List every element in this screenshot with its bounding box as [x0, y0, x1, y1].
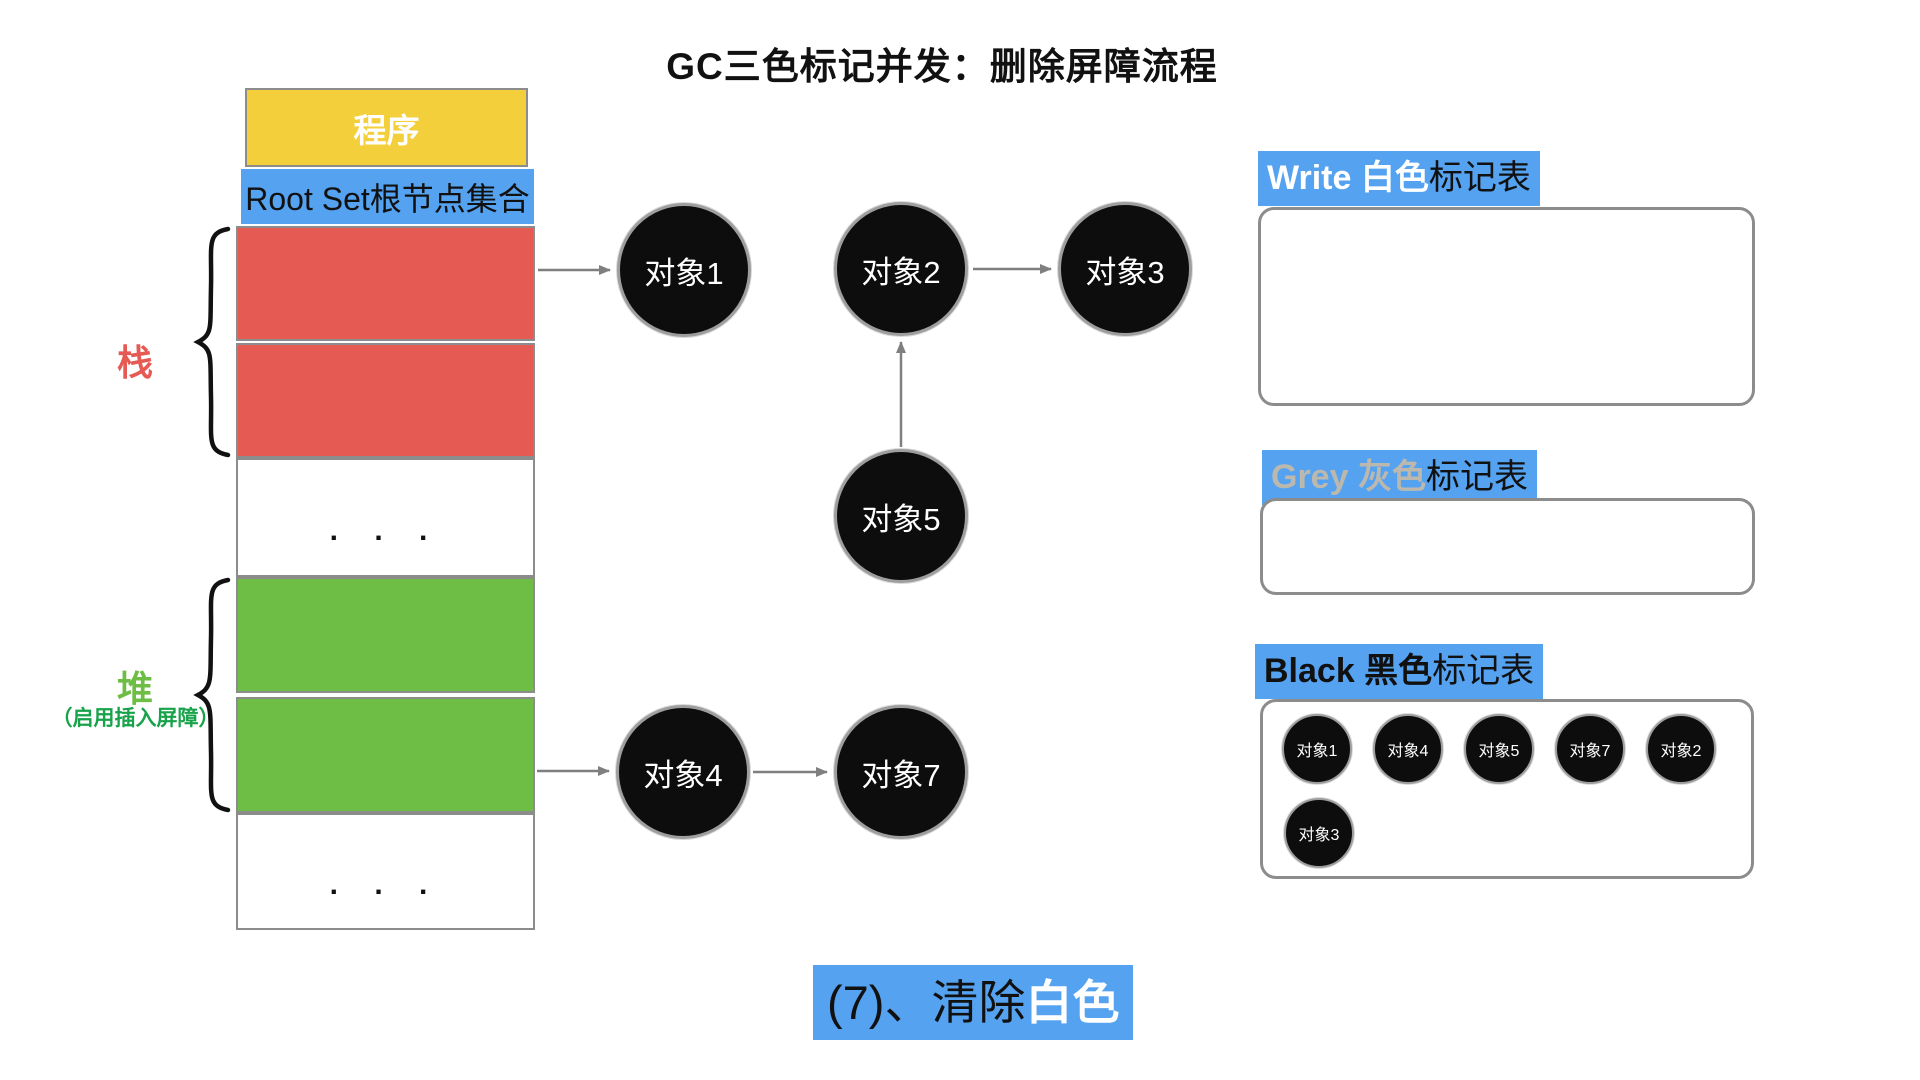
grey-table-title-suffix: 标记表 [1425, 458, 1528, 496]
heap-label: 堆 [116, 668, 153, 709]
white-table-title-suffix: 标记表 [1428, 159, 1531, 197]
node-obj7-label: 对象7 [861, 757, 941, 793]
memory-program-block: 程序 [245, 88, 528, 167]
step-caption-highlight: 白色 [1025, 976, 1120, 1029]
heap-note-label: （启用插入屏障） [51, 707, 220, 730]
black-table-title-strong: Black 黑色 [1264, 652, 1433, 690]
black-table-node: 对象5 [1464, 714, 1534, 784]
memory-ellipsis-block-1: . . . [236, 458, 535, 577]
black-table-node-label: 对象4 [1387, 743, 1429, 760]
black-table-node: 对象3 [1284, 798, 1354, 868]
grey-table-title: Grey 灰色标记表 [1262, 450, 1537, 505]
memory-rootset-block: Root Set根节点集合 [241, 169, 534, 224]
black-table-node-label: 对象1 [1296, 743, 1338, 760]
white-table-box [1258, 207, 1755, 406]
page-title: GC三色标记并发：删除屏障流程 [666, 46, 1218, 87]
black-table-node-label: 对象2 [1660, 743, 1702, 760]
memory-program-label: 程序 [353, 111, 420, 149]
node-obj1-label: 对象1 [644, 255, 724, 291]
node-obj5: 对象5 [834, 449, 968, 583]
black-table-node: 对象1 [1282, 714, 1352, 784]
node-obj1: 对象1 [617, 203, 751, 337]
grey-table-title-strong: Grey 灰色 [1271, 458, 1426, 496]
node-obj4: 对象4 [616, 705, 750, 839]
node-obj5-label: 对象5 [861, 501, 941, 537]
node-obj3: 对象3 [1058, 202, 1192, 336]
step-caption: (7)、清除白色 [813, 965, 1134, 1040]
stack-brace [193, 226, 231, 458]
node-obj7: 对象7 [834, 705, 968, 839]
node-obj2-label: 对象2 [861, 254, 941, 290]
ellipsis-dots: . . . [329, 513, 442, 547]
node-obj3-label: 对象3 [1085, 254, 1165, 290]
black-table-node-label: 对象7 [1569, 743, 1611, 760]
memory-rootset-label: Root Set根节点集合 [245, 180, 530, 217]
heap-slot-1 [236, 577, 535, 693]
stack-label: 栈 [116, 342, 153, 383]
white-table-title: Write 白色标记表 [1258, 151, 1540, 206]
black-table-node: 对象2 [1646, 714, 1716, 784]
node-obj4-label: 对象4 [643, 757, 723, 793]
stack-slot-2 [236, 343, 535, 458]
black-table-title: Black 黑色标记表 [1255, 644, 1544, 699]
ellipsis-dots: . . . [329, 867, 442, 901]
grey-table-box [1260, 498, 1755, 595]
white-table-title-strong: Write 白色 [1267, 159, 1429, 197]
node-obj2: 对象2 [834, 202, 968, 336]
black-table-node-label: 对象5 [1478, 743, 1520, 760]
heap-brace [193, 577, 231, 813]
black-table-node: 对象7 [1555, 714, 1625, 784]
memory-ellipsis-block-2: . . . [236, 813, 535, 930]
black-table-node: 对象4 [1373, 714, 1443, 784]
black-table-title-suffix: 标记表 [1432, 652, 1535, 690]
heap-slot-2 [236, 697, 535, 813]
step-caption-text: (7)、清除 [827, 976, 1026, 1029]
black-table-node-label: 对象3 [1298, 827, 1340, 844]
stack-slot-1 [236, 226, 535, 341]
